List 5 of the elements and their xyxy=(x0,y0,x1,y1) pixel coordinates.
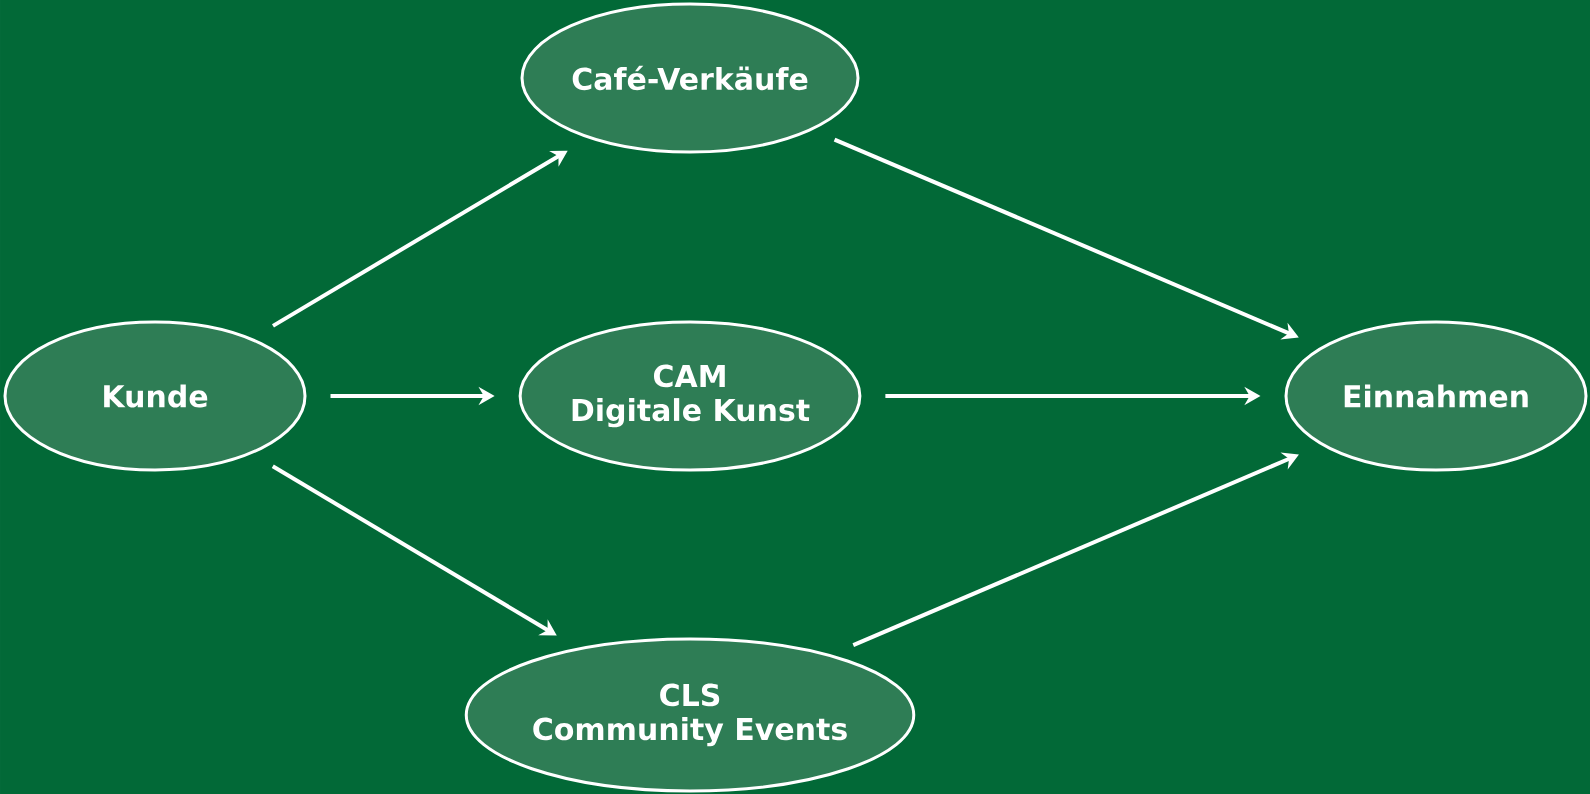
ellipse-node: Kunde xyxy=(3,320,307,472)
ellipse-node: Café-Verkäufe xyxy=(520,2,860,154)
ellipse-node: CLS Community Events xyxy=(464,637,916,793)
ellipse-node: CAM Digitale Kunst xyxy=(518,320,862,472)
ellipse-node: Einnahmen xyxy=(1284,320,1588,472)
